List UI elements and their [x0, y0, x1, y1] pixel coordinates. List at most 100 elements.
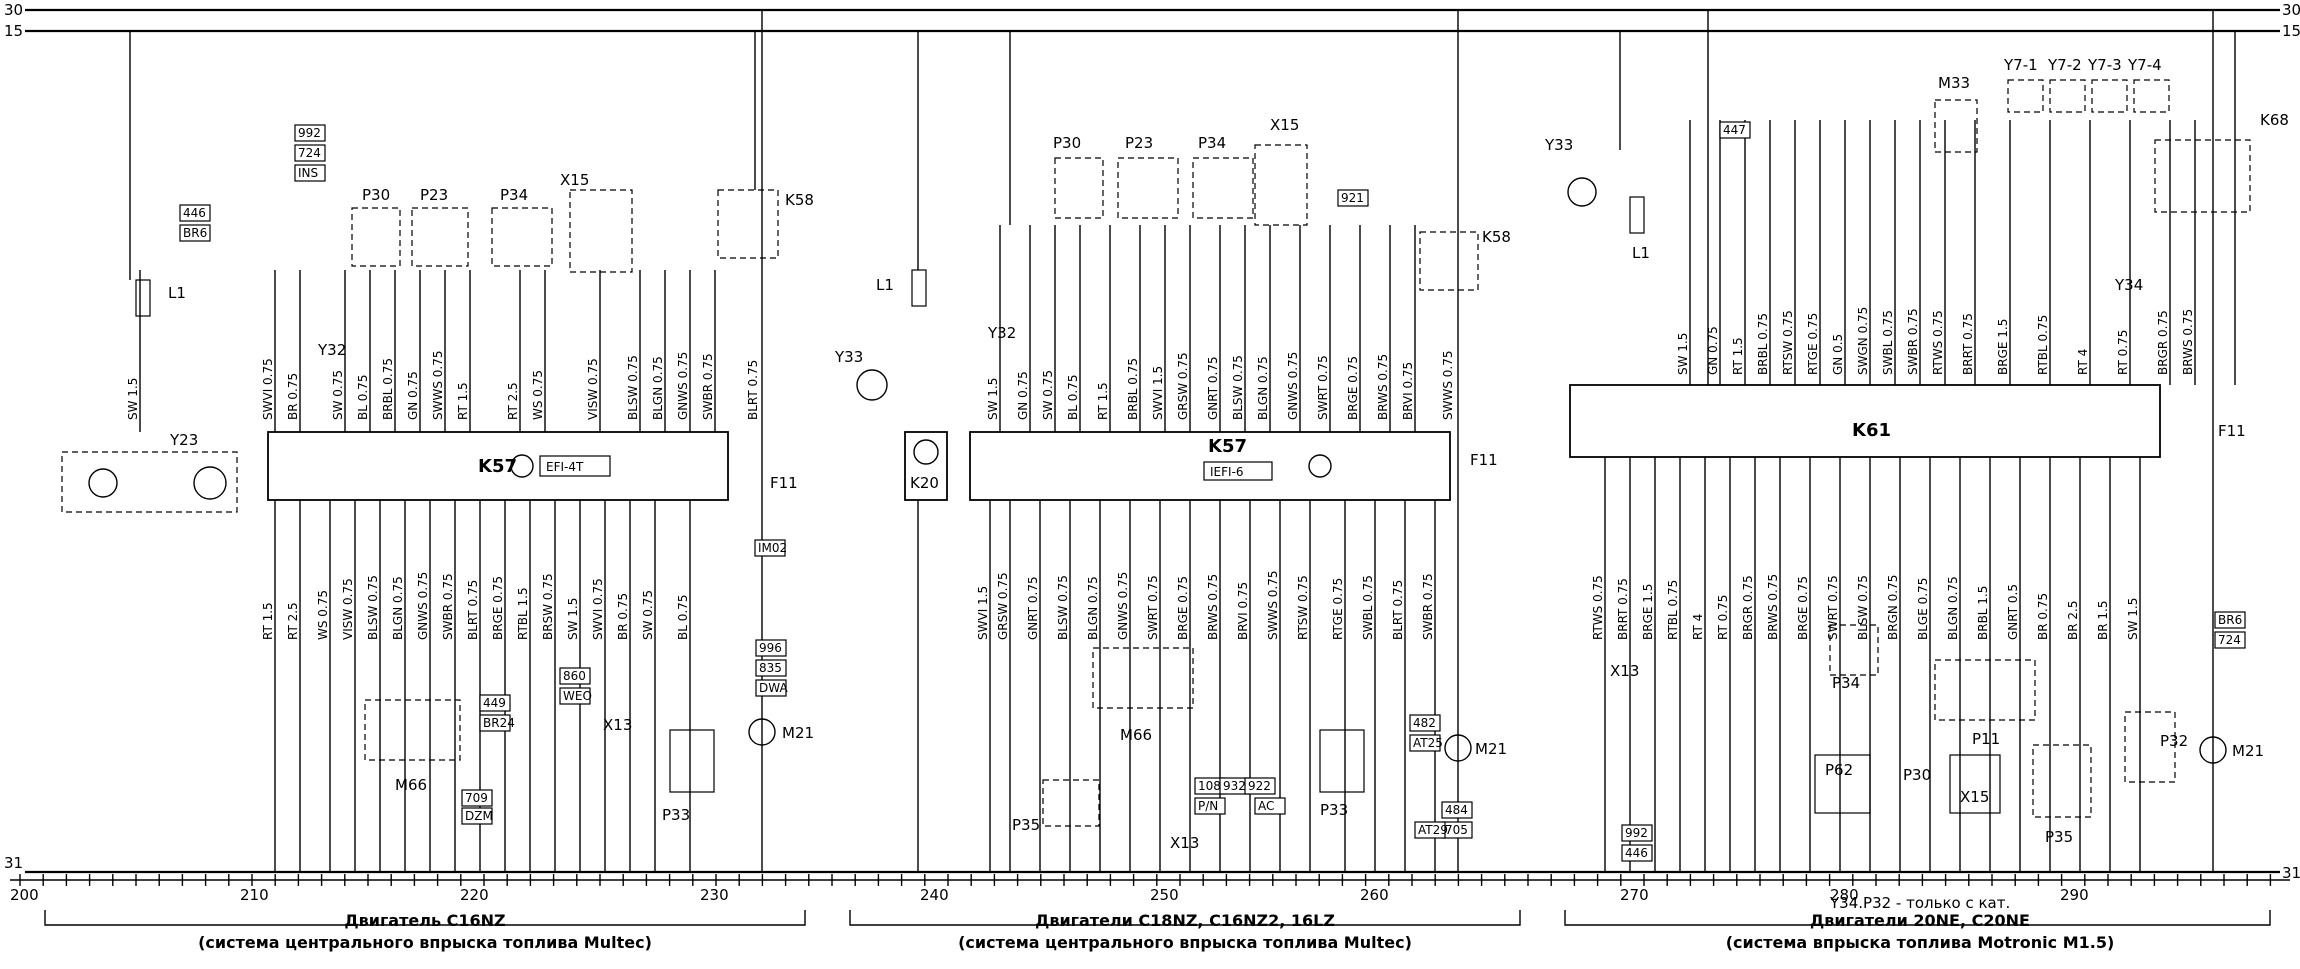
k20-box — [904, 431, 948, 501]
tag-label: 482 — [1413, 716, 1436, 730]
tag-label: 860 — [563, 669, 586, 683]
k20-symbol-icon — [913, 439, 939, 465]
wire-label: BLSW 0.75 — [1231, 355, 1245, 420]
wire-label: RT 1.5 — [1096, 382, 1110, 420]
k58-label-s1: K58 — [785, 191, 814, 209]
k68-label: K68 — [2260, 111, 2289, 129]
m66-box-s1 — [364, 699, 461, 761]
p23-box-s1 — [411, 207, 469, 267]
wire-label: BLGN 0.75 — [1256, 356, 1270, 420]
tag-box — [1409, 734, 1441, 752]
f11-label-s1: F11 — [770, 474, 798, 492]
wire-label: BRRT 0.75 — [1961, 313, 1975, 375]
ecu-k57-s2-mark-box — [1203, 461, 1273, 481]
tag-box — [755, 639, 787, 657]
wire-label: BRSW 0.75 — [541, 573, 555, 640]
wire-label: BLRT 0.75 — [466, 580, 480, 640]
rail-label-31-right: 31 — [2282, 864, 2300, 882]
wire-label: BRRT 0.75 — [1616, 578, 1630, 640]
wire-label: VISW 0.75 — [341, 578, 355, 640]
y23-label: Y23 — [169, 431, 198, 449]
wire-label: BRBL 0.75 — [1756, 313, 1770, 375]
tag-label: IM02 — [758, 541, 787, 555]
section-2-subtitle: (система центрального впрыска топлива Mu… — [958, 933, 1412, 952]
wire-label: SWVI 1.5 — [1151, 366, 1165, 420]
p35-label-s2: P35 — [1012, 816, 1040, 834]
y33-label-s3: Y33 — [1544, 136, 1573, 154]
wire-label: GNWS 0.75 — [416, 572, 430, 640]
tag-label: BR6 — [183, 226, 207, 240]
tag-box — [1337, 189, 1369, 207]
wire-label: GRSW 0.75 — [1176, 352, 1190, 420]
wire-label: SW 1.5 — [566, 598, 580, 640]
scale-240: 240 — [920, 886, 949, 904]
wire-label: RTGE 0.75 — [1331, 578, 1345, 640]
tag-box — [1414, 821, 1446, 839]
wire-label: SW 1.5 — [2126, 598, 2140, 640]
ecu-k57-s2-symbol-icon — [1308, 454, 1332, 478]
y7-2-box — [2049, 79, 2086, 113]
m33-label: M33 — [1938, 74, 1970, 92]
rail-label-30-left: 30 — [4, 1, 23, 19]
p34-label-s2: P34 — [1198, 134, 1226, 152]
wire-label: GRSW 0.75 — [996, 572, 1010, 640]
tag-label: 932 — [1223, 779, 1246, 793]
y33-distributor-s2-icon — [856, 369, 888, 401]
wire-label: BRGE 0.75 — [1176, 576, 1190, 640]
p35-box-s3 — [2032, 744, 2092, 818]
tag-box — [461, 789, 493, 807]
tag-box — [2214, 631, 2246, 649]
wire-label: BLRT 0.75 — [1391, 580, 1405, 640]
wire-label: SWBR 0.75 — [701, 353, 715, 420]
p33-box-s2 — [1319, 729, 1365, 793]
tag-label: 705 — [1445, 823, 1468, 837]
wire-label: BL 0.75 — [676, 595, 690, 640]
tag-box — [2214, 611, 2246, 629]
wire-label: SW 1.5 — [126, 378, 140, 420]
ecu-k57-s1 — [267, 431, 729, 501]
wire-label: GNRT 0.75 — [1026, 576, 1040, 640]
p34-box-s1 — [491, 207, 553, 267]
wire-label: BRGE 1.5 — [1996, 319, 2010, 375]
wire-label: BR 2.5 — [2066, 601, 2080, 640]
ecu-k61 — [1569, 384, 2161, 458]
p11-label: P11 — [1972, 730, 2000, 748]
y7-1-box — [2007, 79, 2044, 113]
wire-label: RT 1.5 — [456, 382, 470, 420]
y33-distributor-s3-icon — [1567, 177, 1597, 207]
wire-label: BRGE 0.75 — [491, 576, 505, 640]
m21-label-s2: M21 — [1475, 740, 1507, 758]
x13-label-s3: X13 — [1610, 662, 1639, 680]
wire-label: BRWS 0.75 — [2181, 309, 2195, 375]
scale-210: 210 — [240, 886, 269, 904]
wire-label: GNRT 0.75 — [1206, 356, 1220, 420]
tag-label: 835 — [759, 661, 782, 675]
p23-label-s1: P23 — [420, 186, 448, 204]
tag-box — [179, 224, 211, 242]
x15-label-s1: X15 — [560, 171, 589, 189]
p30-label-s3: P30 — [1903, 766, 1931, 784]
wire-label: SWBL 0.75 — [1881, 310, 1895, 375]
p23-label-s2: P23 — [1125, 134, 1153, 152]
l1-coil-s2-icon — [911, 269, 927, 307]
y33-label-s2: Y33 — [834, 348, 863, 366]
ecu-k57-s2-label: K57 — [1208, 436, 1247, 457]
wire-label: SW 1.5 — [1676, 333, 1690, 375]
wire-label: SWGN 0.75 — [1856, 307, 1870, 375]
wire-label: WS 0.75 — [531, 370, 545, 420]
y7-1-label: Y7-1 — [2003, 56, 2038, 74]
wire-label: RTBL 1.5 — [516, 587, 530, 640]
y23-housing — [61, 451, 238, 513]
p33-label-s2: P33 — [1320, 801, 1348, 819]
tag-box — [1441, 801, 1473, 819]
section-bracket-2 — [849, 910, 1521, 926]
wire-label: GNWS 0.75 — [1116, 572, 1130, 640]
wire-label: SWRT 0.75 — [1146, 575, 1160, 640]
scale-250: 250 — [1150, 886, 1179, 904]
wire-label: VISW 0.75 — [586, 358, 600, 420]
y34-label: Y34 — [2114, 276, 2143, 294]
tag-label: WEO — [563, 689, 592, 703]
tag-box — [1621, 824, 1653, 842]
p30-label-s1: P30 — [362, 186, 390, 204]
